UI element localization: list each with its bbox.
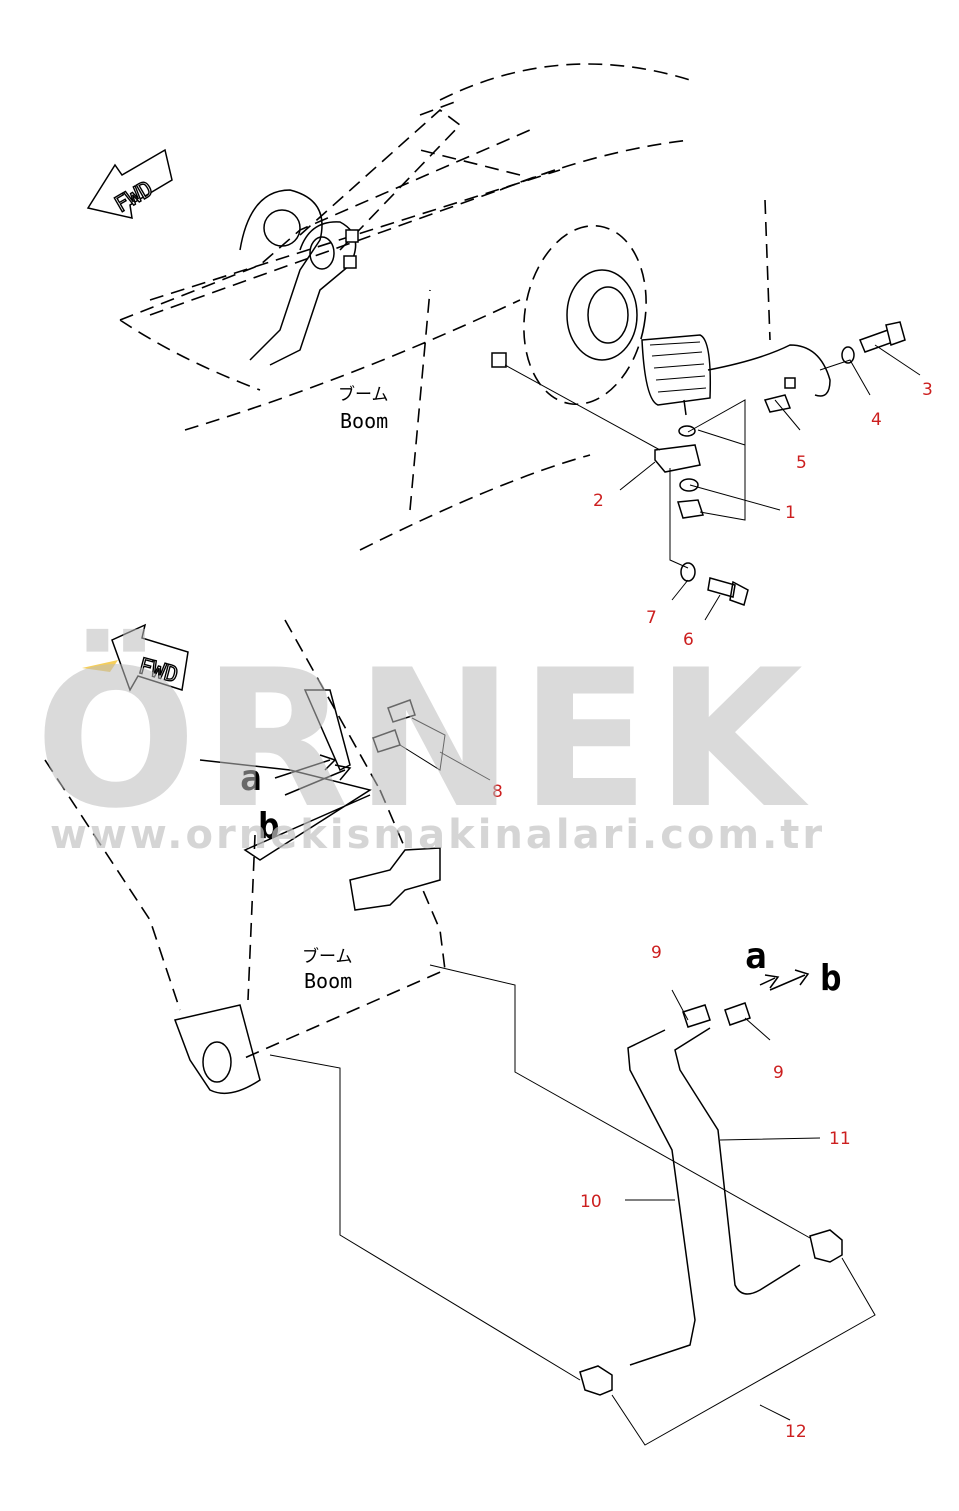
callout-8: 8	[492, 782, 503, 802]
elbow-12-upper	[809, 1229, 843, 1263]
lower-assembly	[44, 619, 876, 1446]
label-a-left: a	[240, 758, 262, 799]
callout-9-right: 9	[773, 1063, 784, 1083]
boom-side	[149, 149, 556, 316]
washer-4	[841, 346, 855, 364]
callout-3: 3	[922, 380, 933, 400]
fitting-8-upper	[387, 699, 416, 723]
fwd-arrow-top: FWD	[86, 148, 173, 219]
nut-upper	[491, 352, 507, 368]
nut-1	[677, 499, 704, 519]
work-lamp	[641, 334, 831, 416]
callout-12: 12	[785, 1422, 807, 1442]
boom-boss-left	[239, 189, 323, 361]
boom-label-en-bottom: Boom	[304, 969, 352, 993]
boom-foot	[173, 1004, 261, 1095]
boom-label-jp-bottom: ブーム	[302, 946, 353, 967]
leader-lines-lower	[269, 717, 876, 1446]
bracket-2	[654, 444, 701, 473]
callout-5: 5	[796, 453, 807, 473]
boom-outline-lower	[44, 619, 446, 1061]
upper-assembly	[119, 63, 921, 621]
boom-pin-left	[263, 209, 301, 247]
boom-foot-pin	[202, 1041, 232, 1083]
arrow-b	[284, 764, 352, 796]
tube-11	[674, 1027, 801, 1295]
hub-inner	[587, 286, 629, 344]
washer-1	[679, 478, 699, 492]
leader-lines-top	[504, 344, 921, 621]
hub-outer	[523, 224, 647, 406]
washer-upper	[678, 425, 696, 437]
boom-label-jp-top: ブーム	[338, 384, 389, 405]
label-b-left: b	[258, 806, 280, 847]
lamp-cable	[707, 344, 831, 397]
watermark-url: www.ornekismakinalari.com.tr	[50, 812, 825, 858]
watermark: ÖRNEK www.ornekismakinalari.com.tr	[35, 628, 825, 858]
hub-ring	[566, 269, 638, 361]
arrow-a	[274, 754, 337, 779]
callout-7: 7	[646, 608, 657, 628]
fwd-label-bottom: FWD	[136, 654, 181, 688]
fitting-9-left	[682, 1004, 711, 1028]
fwd-arrow-bottom: FWD	[82, 623, 189, 692]
watermark-brand: ÖRNEK	[35, 628, 809, 850]
fitting-9-right	[724, 1002, 751, 1026]
boom-plate	[303, 689, 351, 772]
callout-10: 10	[580, 1192, 602, 1212]
tube-10	[627, 1029, 696, 1366]
boom-nut-a	[345, 229, 359, 243]
callout-2: 2	[593, 491, 604, 511]
arrow-a2	[759, 974, 780, 989]
callout-1: 1	[785, 503, 796, 523]
callout-4: 4	[871, 410, 882, 430]
elbow-12-lower	[579, 1365, 613, 1396]
callout-11: 11	[829, 1129, 851, 1149]
bolt-3	[859, 321, 906, 353]
label-b-right: b	[820, 958, 842, 999]
callout-9-left: 9	[651, 943, 662, 963]
boom-lower-edge	[199, 759, 372, 861]
label-a-right: a	[745, 936, 767, 977]
callout-6: 6	[683, 630, 694, 650]
bolt-6	[707, 577, 749, 606]
arrow-b2	[769, 969, 810, 991]
boom-label-en-top: Boom	[340, 409, 388, 433]
washer-7	[680, 562, 696, 582]
cable-clip	[784, 377, 796, 389]
boom-nut-b	[343, 255, 357, 269]
boom-pin-right	[309, 236, 335, 270]
pipe-clamp	[349, 847, 441, 911]
cab-outline	[119, 63, 771, 551]
boom-upper-edge	[299, 108, 462, 251]
